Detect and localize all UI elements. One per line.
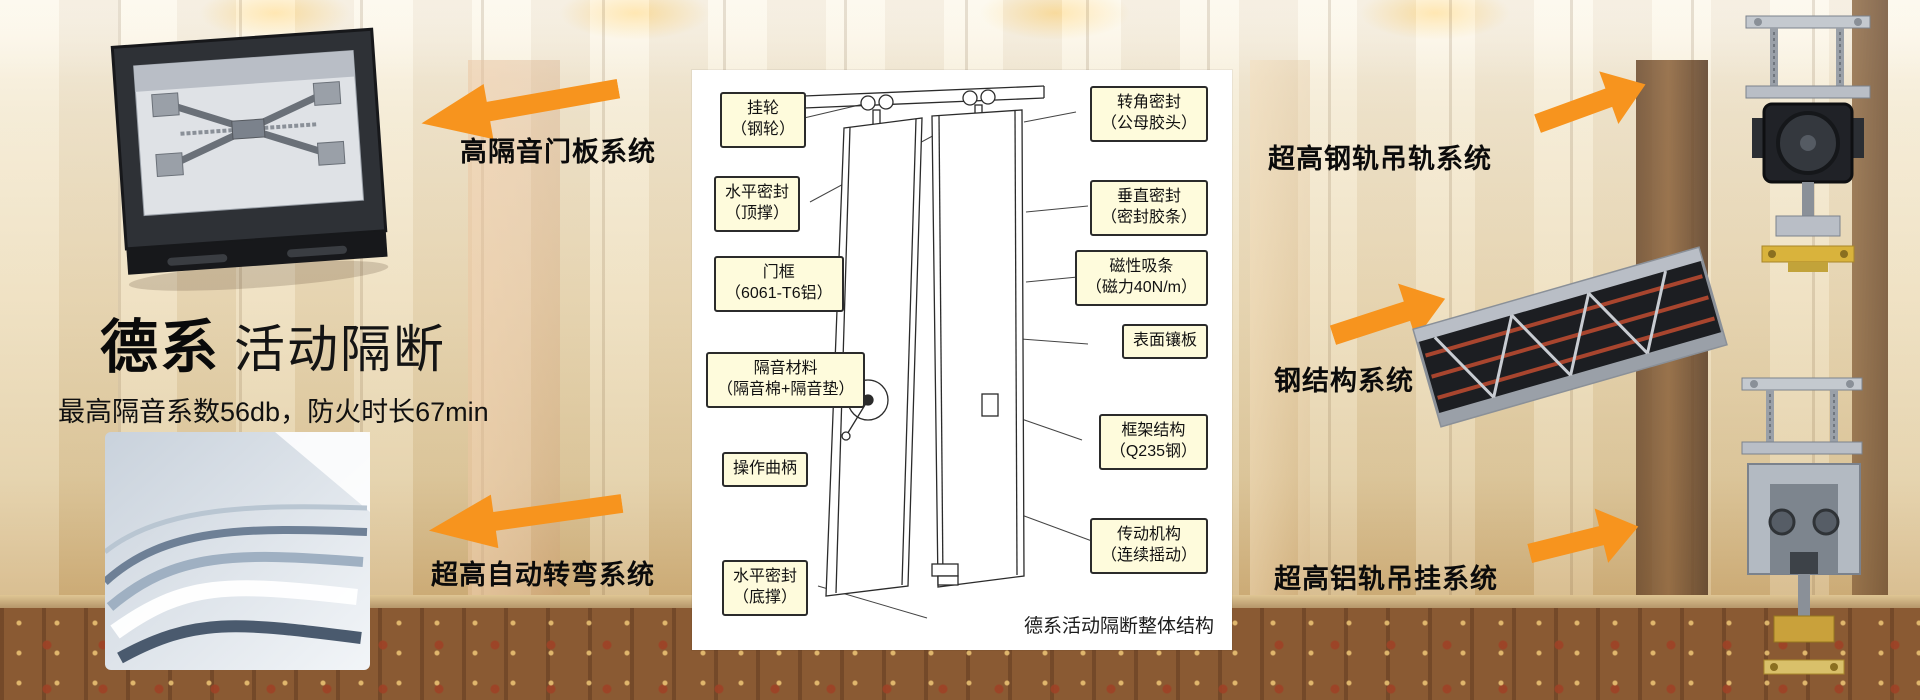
wall-band: [1250, 60, 1310, 608]
photo-steel-rail-hanger: [1718, 8, 1898, 283]
callout-drive-mechanism: 传动机构 （连续摇动）: [1089, 518, 1208, 574]
curved-track-illustration: [105, 432, 370, 670]
brand-name: 德系: [100, 315, 221, 380]
arrow-right-icon: [1523, 499, 1645, 580]
callout-corner-seal: 转角密封 （公母胶头）: [1089, 86, 1208, 142]
steel-structure-illustration: [1412, 246, 1728, 428]
callout-hanger-wheel: 挂轮 （钢轮）: [720, 92, 807, 148]
aluminum-hanger-illustration: [1741, 377, 1863, 675]
callout-acoustic-material: 隔音材料 （隔音棉+隔音垫）: [706, 352, 866, 408]
hero-subtitle: 最高隔音系数56db，防火时长67min: [58, 397, 489, 427]
label-steel-structure-system: 钢结构系统: [1274, 366, 1414, 396]
callout-magnetic-strip: 磁性吸条 （磁力40N/m）: [1074, 250, 1208, 306]
label-steel-rail-system: 超高钢轨吊轨系统: [1268, 144, 1492, 174]
arrow-right-icon: [1528, 58, 1655, 150]
page-title: 德系活动隔断: [100, 300, 446, 384]
photo-curved-aluminum-track: [105, 432, 370, 670]
photo-steel-structure: [1408, 233, 1732, 441]
label-door-panel-system: 高隔音门板系统: [460, 137, 656, 167]
diagram-panel: 挂轮 （钢轮） 水平密封 （顶撑） 门框 （6061-T6铝） 隔音材料 （隔音…: [692, 70, 1232, 650]
diagram-caption: 德系活动隔断整体结构: [1023, 616, 1214, 637]
partition-structure-drawing: [803, 85, 1101, 619]
callout-frame-structure: 框架结构 （Q235钢）: [1098, 414, 1208, 470]
photo-top-seal-mechanism: [100, 8, 400, 298]
steel-hanger-illustration: [1745, 15, 1871, 272]
callout-surface-panel: 表面镶板: [1121, 324, 1208, 359]
callout-operating-crank: 操作曲柄: [722, 452, 809, 487]
label-auto-turn-system: 超高自动转弯系统: [431, 560, 655, 590]
callout-door-frame: 门框 （6061-T6铝）: [714, 256, 844, 312]
callout-top-seal: 水平密封 （顶撑）: [714, 176, 801, 232]
photo-aluminum-rail-hanger: [1712, 372, 1897, 692]
top-seal-mechanism-illustration: [110, 27, 389, 291]
product-name: 活动隔断: [234, 321, 447, 378]
arrow-left-icon: [417, 61, 624, 151]
callout-vertical-seal: 垂直密封 （密封胶条）: [1089, 180, 1208, 236]
callout-bottom-seal: 水平密封 （底撑）: [722, 560, 809, 616]
label-alu-rail-system: 超高铝轨吊挂系统: [1274, 564, 1498, 594]
arrow-left-icon: [425, 477, 626, 558]
